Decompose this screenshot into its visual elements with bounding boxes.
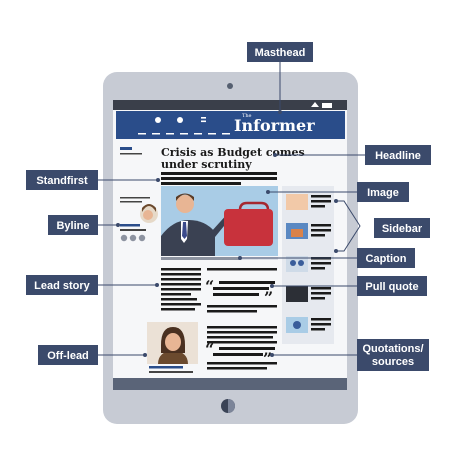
quotation-close-mark: ” [263, 349, 272, 368]
label-headline: Headline [365, 145, 431, 165]
footer-bar [113, 378, 347, 390]
byline-lines [120, 224, 146, 231]
battery-icon [322, 103, 332, 108]
red-briefcase [224, 201, 273, 246]
byline-rules [120, 197, 150, 203]
masthead-nav-bars [138, 133, 230, 135]
label-headline-text: Headline [375, 150, 421, 162]
headline-line-1: Crisis as Budget comes [161, 146, 305, 159]
masthead-title: Informer [234, 116, 315, 135]
label-caption: Caption [357, 248, 415, 268]
off-lead-text [207, 326, 277, 370]
standfirst-text [161, 172, 277, 185]
pull-quote-close-mark: ” [264, 288, 273, 307]
callout-connectors [98, 62, 365, 356]
label-pull-quote: Pull quote [357, 276, 427, 296]
label-image-text: Image [367, 187, 399, 199]
label-quotations-line-1: Quotations/ [362, 343, 423, 355]
label-standfirst-text: Standfirst [36, 175, 88, 187]
headline-line-2: under scrutiny [161, 158, 252, 171]
label-sidebar: Sidebar [374, 218, 430, 238]
byline-avatar [140, 204, 158, 223]
label-lead-story: Lead story [26, 275, 98, 295]
menu-icon [201, 117, 206, 123]
status-bar [113, 100, 347, 110]
pull-quote-text [213, 281, 275, 296]
label-standfirst: Standfirst [26, 170, 98, 190]
label-image: Image [357, 182, 409, 202]
label-quotations-sources: Quotations/ sources [357, 339, 429, 371]
sidebar-item [286, 194, 331, 210]
label-off-lead: Off-lead [38, 345, 98, 365]
label-caption-text: Caption [366, 253, 407, 265]
social-icons [120, 234, 146, 242]
masthead-dot [177, 117, 183, 123]
label-masthead-text: Masthead [255, 47, 306, 59]
lead-story-text [161, 268, 277, 313]
label-byline: Byline [48, 215, 98, 235]
label-quotations-line-2: sources [372, 356, 414, 368]
section-tag-line [120, 153, 142, 155]
off-lead-caption-lines [149, 366, 193, 373]
section-tag [120, 147, 132, 150]
sidebar-item [286, 286, 331, 302]
label-pull-quote-text: Pull quote [365, 281, 418, 293]
caption-bar [161, 257, 278, 260]
masthead-dot [155, 117, 161, 123]
label-sidebar-text: Sidebar [382, 223, 423, 235]
wifi-icon [311, 102, 319, 107]
sidebar-item [286, 317, 331, 333]
off-lead-woman [158, 327, 188, 364]
pull-quote-open-mark: “ [205, 277, 214, 296]
home-button-icon[interactable] [221, 399, 235, 413]
label-lead-story-text: Lead story [34, 280, 91, 292]
quotation-open-mark: “ [205, 340, 214, 359]
label-masthead: Masthead [247, 42, 313, 62]
camera-icon [227, 83, 233, 89]
callout-dots [116, 110, 338, 357]
masthead-the: The [242, 113, 252, 119]
label-byline-text: Byline [56, 220, 89, 232]
sidebar-item [286, 223, 331, 239]
label-off-lead-text: Off-lead [47, 350, 89, 362]
